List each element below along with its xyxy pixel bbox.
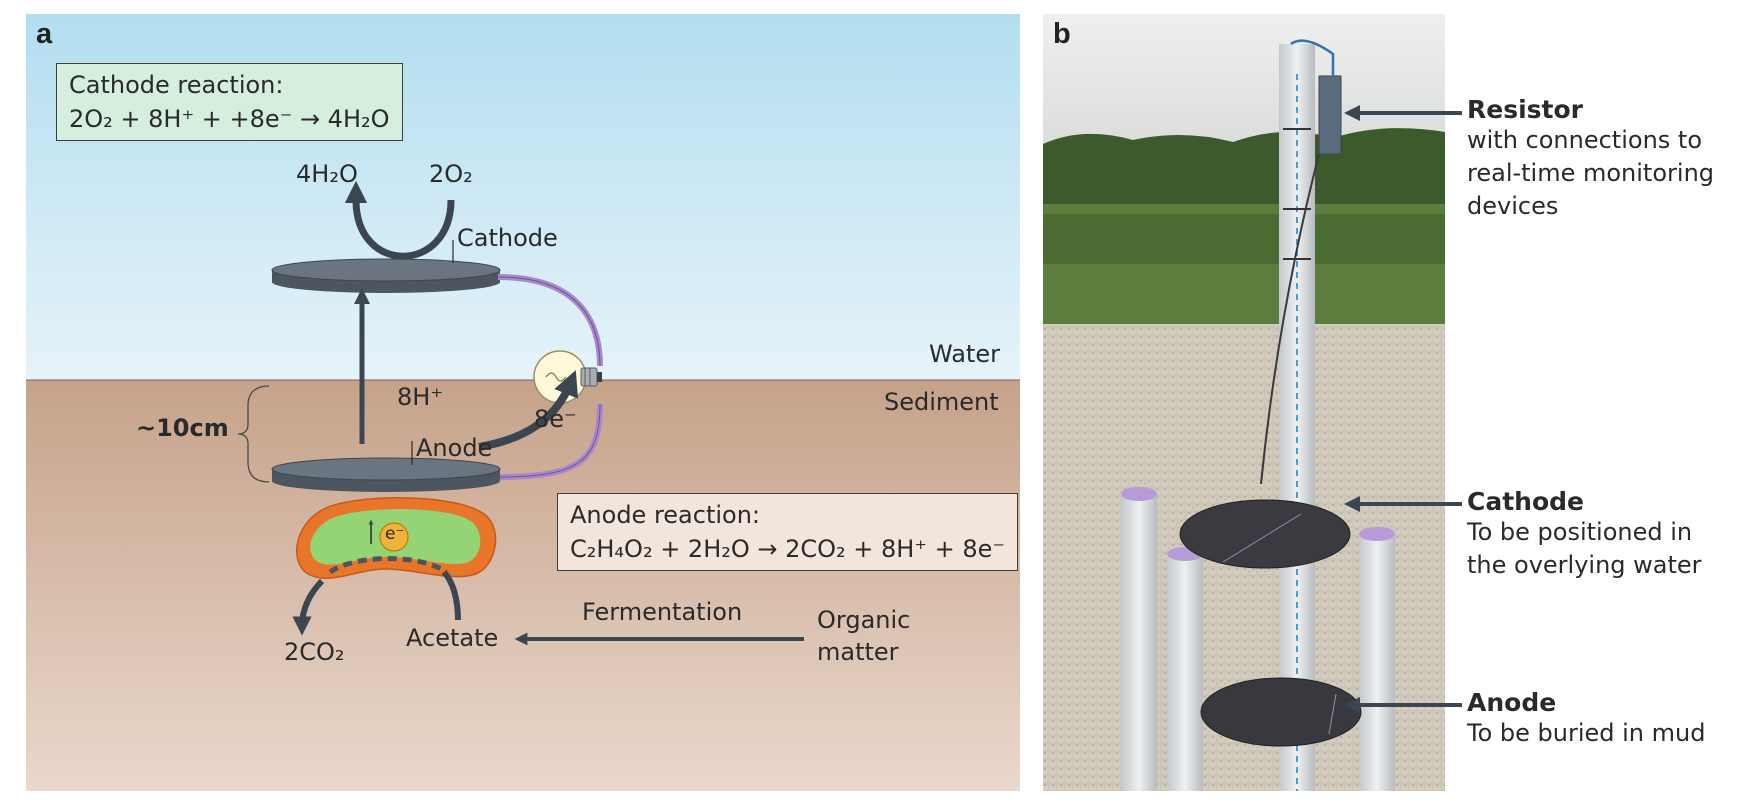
product-water-label: 4H₂O — [296, 160, 358, 188]
anode-label: Anode — [416, 434, 493, 462]
organic-matter-label-line1: Organic — [817, 606, 911, 634]
sediment-label: Sediment — [884, 388, 999, 416]
mfc-schematic — [26, 14, 1020, 791]
bacterium-electron-label: e⁻ — [385, 524, 405, 544]
acetate-label: Acetate — [406, 624, 499, 652]
anode-callout: Anode To be buried in mud — [1467, 688, 1705, 750]
depth-brace — [237, 385, 270, 483]
field-deployment-photo — [1043, 14, 1445, 791]
cathode-reaction-arrow — [344, 180, 455, 260]
cathode-reaction-box: Cathode reaction: 2O₂ + 8H⁺ + +8e⁻ → 4H₂… — [56, 63, 403, 141]
anode-reaction-box: Anode reaction: C₂H₄O₂ + 2H₂O → 2CO₂ + 8… — [557, 493, 1019, 571]
anode-callout-title: Anode — [1467, 688, 1557, 717]
left-pipe — [1121, 494, 1157, 791]
cathode-disc — [271, 258, 501, 293]
callout-arrows — [1344, 105, 1462, 713]
co2-arrow — [292, 578, 325, 636]
cathode-label: Cathode — [457, 224, 558, 252]
co2-label: 2CO₂ — [284, 638, 345, 666]
cathode-callout-line: To be positioned in — [1467, 518, 1693, 546]
panel-b-photo: b — [1043, 14, 1445, 791]
electron-arrow — [478, 370, 579, 451]
front-pipe — [1167, 554, 1203, 791]
panel-a-letter: a — [36, 18, 53, 50]
cathode-callout-title: Cathode — [1467, 487, 1584, 516]
anode-reaction-title: Anode reaction: — [570, 501, 761, 529]
resistor-callout-title: Resistor — [1467, 95, 1583, 124]
cathode-reaction-title: Cathode reaction: — [69, 71, 284, 99]
resistor-callout-line: devices — [1467, 192, 1559, 220]
panel-b-letter: b — [1053, 18, 1071, 50]
resistor-callout: Resistor with connections to real-time m… — [1467, 95, 1714, 223]
sediment-region — [26, 380, 1020, 791]
depth-label: ~10cm — [136, 414, 229, 442]
cathode-callout-line: the overlying water — [1467, 551, 1702, 579]
resistor-callout-line: real-time monitoring — [1467, 159, 1715, 187]
reactant-oxygen-label: 2O₂ — [429, 160, 473, 188]
right-pipe — [1359, 534, 1395, 791]
organic-matter-label-line2: matter — [817, 638, 899, 666]
panel-a-diagram: a Cathode reaction: 2O₂ + 8H⁺ + +8e⁻ → 4… — [26, 14, 1020, 791]
water-label: Water — [929, 340, 1000, 368]
acetate-uptake-line — [441, 569, 461, 621]
photo-anode-disc — [1200, 677, 1362, 747]
fermentation-label: Fermentation — [582, 598, 743, 626]
photo-cathode-disc — [1179, 499, 1351, 569]
resistor-box — [1318, 75, 1342, 155]
resistor-callout-line: with connections to — [1467, 126, 1703, 154]
cell-membrane-dots — [328, 556, 448, 575]
anode-disc — [271, 457, 501, 492]
electron-count-label: 8e⁻ — [534, 405, 577, 433]
lead-wire — [1260, 153, 1320, 485]
anode-reaction-equation: C₂H₄O₂ + 2H₂O → 2CO₂ + 8H⁺ + 8e⁻ — [570, 535, 1006, 563]
green-strip — [1043, 214, 1445, 264]
cathode-reaction-equation: 2O₂ + 8H⁺ + +8e⁻ → 4H₂O — [69, 105, 390, 133]
cathode-callout: Cathode To be positioned in the overlyin… — [1467, 487, 1702, 582]
proton-label: 8H⁺ — [397, 383, 443, 411]
anode-callout-line: To be buried in mud — [1467, 719, 1706, 747]
electron-icon — [379, 522, 409, 552]
treeline — [1043, 128, 1445, 214]
